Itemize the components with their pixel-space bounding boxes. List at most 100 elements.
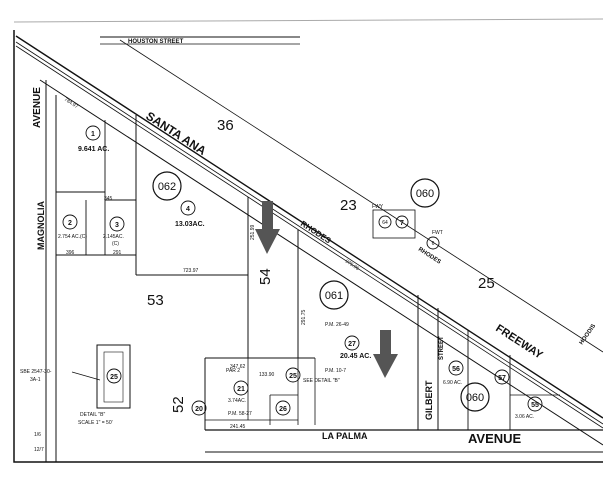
note-pm-58-27: P.M. 58-27	[228, 411, 252, 417]
parcel-circle	[85, 125, 101, 141]
book-060-south-label: 060	[466, 392, 484, 404]
parcel-area: 20.45 AC.	[340, 353, 371, 360]
dim-label: 347.62	[230, 364, 246, 370]
parcel-number: 57	[498, 375, 506, 382]
small-parcel-block	[372, 209, 416, 239]
dim-label: 291	[113, 250, 122, 256]
parcel-number: 4	[186, 206, 190, 213]
map-page-54: 54	[257, 268, 274, 285]
parcel-7: 7	[395, 215, 409, 229]
parcel-27: 27 20.45 AC.	[340, 335, 371, 360]
note-scale: SCALE 1" = 50'	[78, 420, 113, 426]
magnolia-avenue-label-top: AVENUE	[32, 87, 43, 128]
avenue-label: AVENUE	[468, 431, 522, 446]
parcel-circle	[426, 236, 440, 250]
sheet-border	[13, 30, 603, 463]
freeway-north-line	[119, 39, 603, 353]
note-pm-26-49: P.M. 26-49	[325, 322, 349, 328]
note-ref-2: 12/7	[34, 447, 44, 453]
dim-label: 133.90	[259, 372, 275, 378]
map-page-25: 25	[478, 275, 495, 292]
parcel-number: 26	[279, 406, 287, 413]
note-detail-b: DETAIL "B"	[80, 412, 105, 418]
arrow-head	[255, 229, 280, 254]
parcel-circle	[448, 360, 464, 376]
parcel-2: 2 2.754 AC.(C)	[58, 214, 87, 240]
freeway-rail-2	[15, 45, 603, 429]
parcel-area: 3.74AC.	[228, 398, 246, 404]
parcel-56: 56 6.90 AC.	[443, 360, 464, 386]
parcel-4: 4 13.03AC.	[175, 200, 205, 228]
parcel-number: 25	[110, 374, 118, 381]
parcel-circle	[285, 367, 301, 383]
freeway-edge-north	[15, 35, 603, 419]
parcel-number: 56	[452, 366, 460, 373]
parcel-circle	[106, 368, 122, 384]
parcel-circle	[527, 396, 543, 412]
parcel-number: 3	[115, 222, 119, 229]
gilbert-label: GILBERT	[424, 380, 434, 420]
parcel-26: 26	[275, 400, 291, 416]
arrow-marker-left	[255, 201, 280, 254]
freeway-edge-south	[39, 79, 603, 446]
sheet-top-edge	[13, 18, 603, 23]
parcel-area: 13.03AC.	[175, 221, 205, 228]
detail-b-inset	[96, 344, 131, 409]
note-par-2: PAR 2	[226, 368, 240, 374]
parcel-circle	[344, 335, 360, 351]
parcel-circle	[191, 400, 207, 416]
parcel-circle	[395, 215, 409, 229]
parcel-area: 3.06 AC.	[515, 414, 534, 420]
book-062-label: 062	[158, 181, 176, 193]
freeway-rail-1	[15, 41, 603, 425]
dim-label: 291.75	[301, 309, 307, 325]
parcel-25-detail: 25	[106, 368, 122, 384]
street-label: STREET	[439, 336, 445, 360]
parcel-circle	[275, 400, 291, 416]
parcel-circle	[233, 380, 249, 396]
parcel-6: 6	[426, 236, 440, 250]
parcel-note: (C)	[112, 241, 119, 247]
dim-label: 723.97	[183, 268, 199, 274]
arrow-marker-right	[373, 330, 398, 378]
dim-label: 396	[66, 250, 75, 256]
parcel-number: 6	[432, 241, 435, 247]
parcel-area: 2.754 AC.(C)	[58, 234, 87, 240]
parcel-number: 21	[237, 386, 245, 393]
arrow-shaft	[262, 201, 273, 229]
parcel-number: 2	[68, 220, 72, 227]
arrow-head	[373, 354, 398, 378]
parcel-number: 25	[289, 373, 297, 380]
parcel-number: 20	[195, 406, 203, 413]
dim-label: 241.45	[230, 424, 246, 430]
magnolia-label: MAGNOLIA	[36, 201, 46, 250]
detail-b-inner	[103, 351, 124, 403]
note-sbe: SBE 2547-30-	[20, 369, 52, 375]
parcel-64: 64	[378, 215, 392, 229]
map-page-52: 52	[170, 396, 187, 413]
note-fwt: FWT	[432, 230, 443, 236]
parcel-circle	[494, 369, 510, 385]
parcel-1: 1 9.641 AC.	[78, 125, 109, 153]
note-sbe-2: 3A-1	[30, 377, 41, 383]
note-pm-10-7: P.M. 10-7	[325, 368, 346, 374]
parcel-number: 7	[400, 220, 404, 227]
book-061-label: 061	[325, 290, 343, 302]
dim-label: 251.99	[250, 224, 256, 240]
parcel-circle	[62, 214, 78, 230]
parcel-25-south: 25	[285, 367, 301, 383]
book-060-north-label: 060	[416, 188, 434, 200]
parcel-circle	[180, 200, 196, 216]
parcel-area: 6.90 AC.	[443, 380, 462, 386]
note-fwy: FWY	[372, 204, 384, 210]
parcel-number: 27	[348, 341, 356, 348]
parcel-circle	[378, 215, 392, 229]
parcel-area: 2.145AC.	[103, 234, 124, 240]
note-ref-1: 1/6	[34, 432, 41, 438]
la-palma-label: LA PALMA	[322, 431, 368, 441]
detail-b-leader	[71, 371, 101, 381]
book-circle-061	[319, 280, 349, 310]
map-page-23: 23	[340, 197, 357, 214]
parcel-number: 1	[91, 131, 95, 138]
